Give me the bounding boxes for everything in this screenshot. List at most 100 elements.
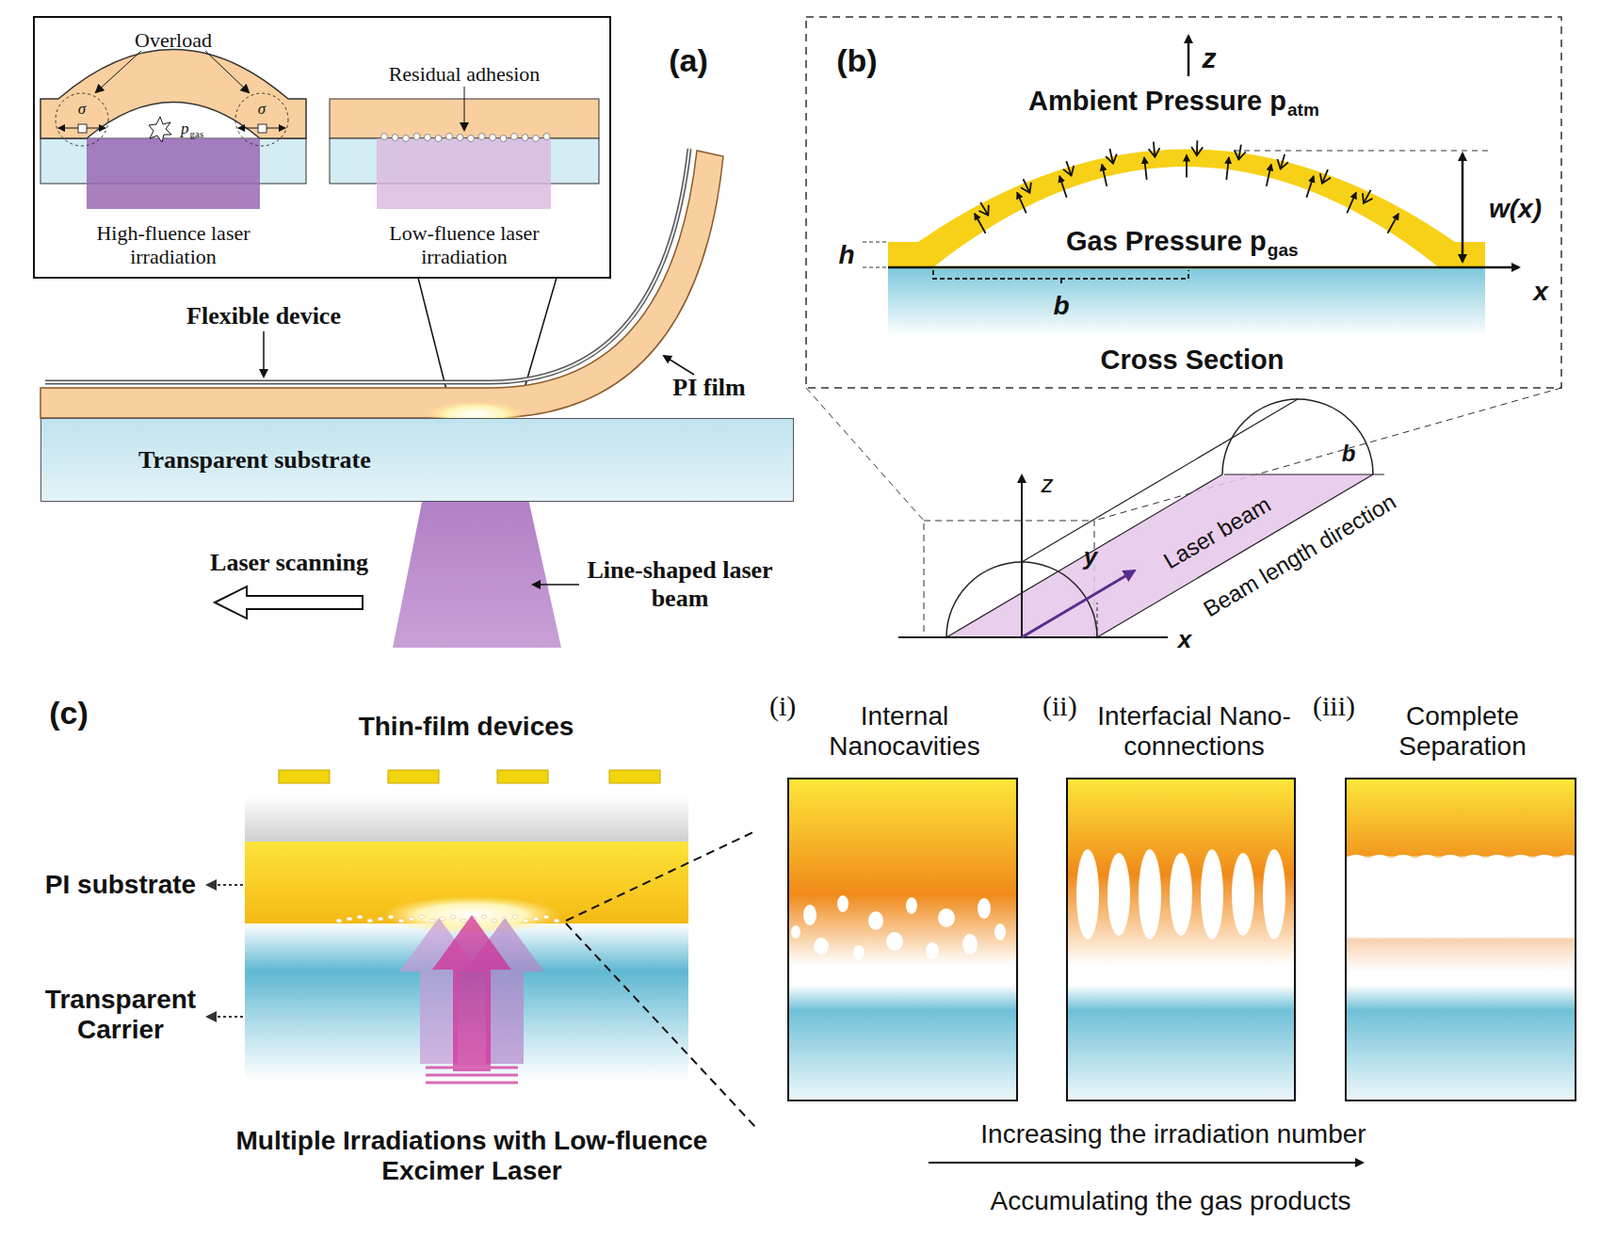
figure-label: Increasing the irradiation number <box>980 1119 1366 1150</box>
line-stroke <box>1322 169 1328 184</box>
stage-panel: (ii)Interfacial Nano-connections <box>1066 777 1296 1102</box>
ellipse-stroke <box>543 915 550 920</box>
line-part <box>862 267 889 269</box>
figure-label: Overload <box>134 28 212 52</box>
line-part <box>898 636 1168 639</box>
ellipse-stroke <box>460 919 467 923</box>
rect-part <box>258 124 267 133</box>
figure-label: Gas Pressure p <box>1066 226 1267 258</box>
stage-number: (iii) <box>1312 690 1356 724</box>
ellipse-stroke <box>512 915 518 920</box>
rect-part <box>376 138 551 210</box>
line-part <box>533 583 580 586</box>
path-part <box>888 149 1486 269</box>
line-part <box>1021 570 1135 638</box>
figure-label: σ <box>258 99 266 119</box>
figure-label: Low-fluence laser irradiation <box>370 221 559 270</box>
ellipse-stroke <box>994 923 1006 941</box>
line-part <box>565 831 756 922</box>
circle-stroke <box>521 134 529 142</box>
ellipse-stroke <box>356 915 363 920</box>
line-part <box>86 128 106 130</box>
g-part <box>974 140 1399 234</box>
line-stroke <box>1185 155 1188 178</box>
line-part <box>464 86 466 130</box>
ellipse-stroke <box>481 915 487 920</box>
ellipse-stroke <box>1138 849 1162 940</box>
circle-stroke <box>391 134 399 142</box>
panel-c-art <box>207 770 1578 1164</box>
circle-stroke <box>533 135 540 143</box>
figure-label: atm <box>1287 99 1320 121</box>
line-stroke <box>1101 163 1107 186</box>
ellipse-stroke <box>1107 853 1131 937</box>
figure-label: gas <box>190 128 205 141</box>
figure-label: Flexible device <box>186 302 341 331</box>
line-part <box>1097 602 1099 638</box>
line-stroke <box>1144 157 1148 180</box>
ellipse-stroke <box>905 897 918 915</box>
circle-stroke <box>478 133 485 141</box>
figure-label: gas <box>1267 240 1299 261</box>
figure-label: PI substrate <box>40 870 201 901</box>
figure-label: w(x) <box>1488 193 1542 225</box>
rect-part <box>806 16 1562 388</box>
ellipse-stroke <box>1370 855 1390 863</box>
figure-label: Ambient Pressure p <box>1028 85 1287 117</box>
ellipse-stroke <box>1076 849 1099 940</box>
figure-label: PI film <box>672 373 745 403</box>
line-part <box>1187 35 1191 77</box>
line-stroke <box>1238 145 1242 161</box>
ellipse-stroke <box>398 919 405 923</box>
rect-part <box>86 138 260 210</box>
path-part <box>933 270 1189 287</box>
ellipse-stroke <box>886 932 904 952</box>
rect-part <box>888 267 1486 338</box>
ellipse-stroke <box>346 917 353 922</box>
line-stroke <box>1280 154 1285 169</box>
ellipse-stroke <box>1511 855 1531 863</box>
ellipse-stroke <box>419 915 425 920</box>
line-part <box>806 387 924 521</box>
figure-label: x <box>1533 276 1549 308</box>
circle-stroke <box>456 134 464 142</box>
path-part <box>45 148 690 383</box>
ellipse-stroke <box>367 919 373 923</box>
rect-part <box>1066 777 1296 1102</box>
path-part <box>1222 399 1374 475</box>
ellipse-stroke <box>1169 853 1193 937</box>
line-part <box>425 1074 518 1078</box>
line-part <box>1461 207 1465 262</box>
circle-stroke <box>446 133 453 141</box>
line-part <box>205 50 249 93</box>
line-stroke <box>1387 213 1399 234</box>
line-stroke <box>1226 157 1229 180</box>
stage-number: (i) <box>769 690 796 724</box>
line-part <box>663 355 695 375</box>
figure-label: p <box>180 119 190 139</box>
line-part <box>1097 474 1374 638</box>
rect-part <box>387 770 439 784</box>
figure-label: Accumulating the gas products <box>990 1186 1352 1217</box>
line-part <box>58 128 79 130</box>
ellipse-stroke <box>1346 855 1366 863</box>
rect-part <box>33 16 611 278</box>
stage-number: (ii) <box>1042 690 1078 724</box>
polygon-part <box>214 586 363 619</box>
line-part <box>425 1082 518 1085</box>
ellipse-stroke <box>1487 855 1507 863</box>
figure-label: (c) <box>48 694 89 732</box>
figure-label: b <box>1341 440 1357 468</box>
path-part <box>40 49 307 140</box>
rect-part <box>787 777 1019 1102</box>
ellipse-stroke <box>1417 855 1437 863</box>
rect-part <box>1344 777 1577 1102</box>
figure-label: Residual adhesion <box>388 62 541 86</box>
line-part <box>1233 150 1488 152</box>
circle-stroke <box>424 134 432 142</box>
ellipse-stroke <box>1393 855 1413 863</box>
line-stroke <box>1059 176 1067 198</box>
rect-part <box>244 795 689 842</box>
circle-part <box>55 93 109 146</box>
